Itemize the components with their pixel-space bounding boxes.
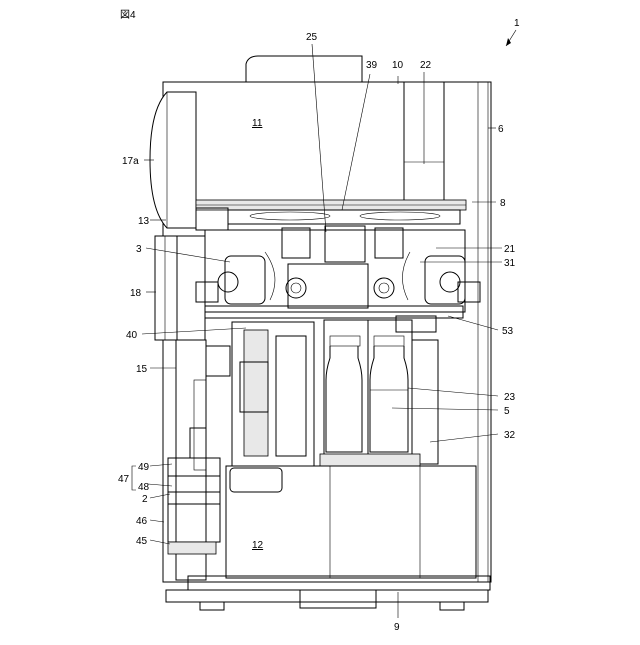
container-40-core — [276, 336, 306, 456]
tank-left — [324, 320, 368, 464]
container-40-insulation — [244, 330, 268, 456]
tank-right — [368, 320, 412, 464]
figure-label: 図4 — [120, 9, 136, 21]
tank-side — [412, 340, 438, 464]
top-hopper — [246, 56, 362, 82]
tray-32 — [320, 454, 420, 466]
foot-right — [440, 602, 464, 610]
label-18: 18 — [130, 288, 142, 299]
label-22: 22 — [420, 60, 432, 71]
arm-right — [402, 252, 410, 300]
central-carriage — [288, 264, 368, 308]
motor-block-left — [282, 228, 310, 258]
tank-right-cap — [374, 336, 404, 346]
grinder-3 — [225, 256, 265, 304]
mechanism-frame — [205, 230, 465, 312]
label-13: 13 — [138, 216, 150, 227]
label-40: 40 — [126, 330, 138, 341]
gear-left — [250, 212, 330, 220]
label-15: 15 — [136, 364, 148, 375]
gear-right — [360, 212, 440, 220]
unit-18-inner — [177, 236, 205, 340]
arm-left — [265, 252, 275, 300]
unit-45 — [168, 542, 216, 554]
grinder-21 — [425, 256, 465, 304]
bottle-5 — [370, 346, 408, 452]
label-53: 53 — [502, 326, 514, 337]
rotor-left — [286, 278, 306, 298]
label-6: 6 — [498, 124, 504, 135]
label-5: 5 — [504, 406, 510, 417]
label-11: 11 — [252, 118, 263, 129]
door-panel-17a — [150, 92, 196, 228]
cabinet-outline — [163, 82, 491, 582]
chamber-12 — [226, 466, 476, 578]
valve-block — [206, 346, 230, 376]
label-39: 39 — [366, 60, 378, 71]
bracket-13 — [196, 208, 228, 230]
rotor-right-hub — [379, 283, 389, 293]
label-9: 9 — [394, 622, 400, 633]
gear-housing — [228, 210, 460, 224]
rotor-left-hub — [291, 283, 301, 293]
label-17a: 17a — [122, 156, 139, 167]
motor-block-right — [375, 228, 403, 258]
label-47: 47 — [118, 474, 130, 485]
label-1: 1 — [514, 18, 520, 29]
tank-left-cap — [330, 336, 360, 346]
rotor-right — [374, 278, 394, 298]
label-12: 12 — [252, 540, 264, 551]
label-3: 3 — [136, 244, 142, 255]
label-21: 21 — [504, 244, 516, 255]
base-center-block — [300, 590, 376, 608]
label-8: 8 — [500, 198, 506, 209]
drip-cup — [230, 468, 282, 492]
motor-block-center — [325, 226, 365, 262]
label-32: 32 — [504, 430, 516, 441]
pump-body — [190, 428, 206, 458]
label-25: 25 — [306, 32, 318, 43]
clamp-right — [458, 282, 480, 302]
clamp-left — [196, 282, 218, 302]
foot-left — [200, 602, 224, 610]
base-plate — [166, 590, 488, 602]
pipe-vertical — [194, 380, 206, 470]
grinder-21-wheel — [440, 272, 460, 292]
grinder-3-wheel — [218, 272, 238, 292]
bottle-left — [326, 346, 362, 452]
label-48: 48 — [138, 482, 150, 493]
label-23: 23 — [504, 392, 516, 403]
label-31: 31 — [504, 258, 516, 269]
label-10: 10 — [392, 60, 404, 71]
label-46: 46 — [136, 516, 148, 527]
label-49: 49 — [138, 462, 150, 473]
label-45: 45 — [136, 536, 148, 547]
label-2: 2 — [142, 494, 148, 505]
